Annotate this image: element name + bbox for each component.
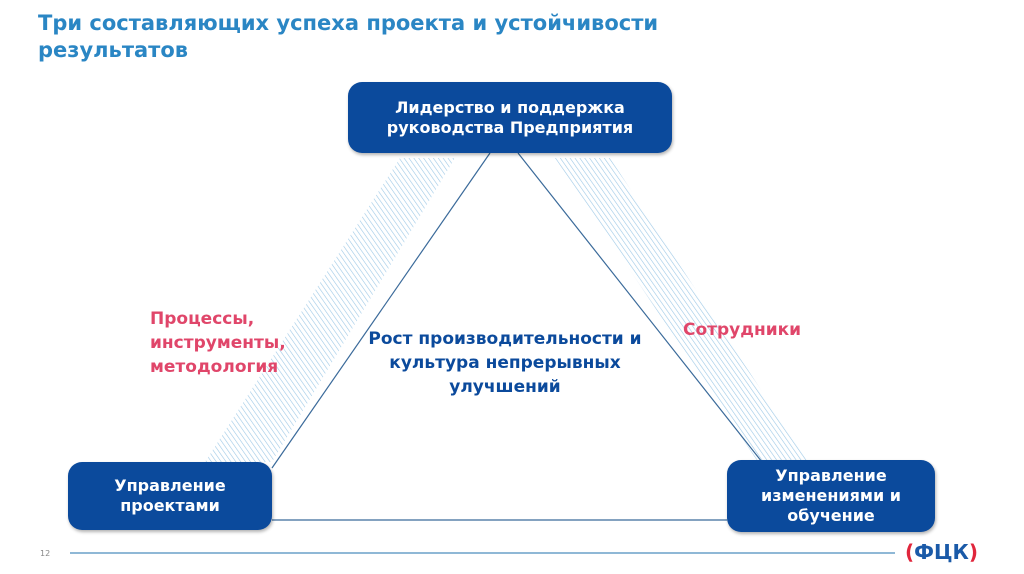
left-hatched-band bbox=[205, 158, 455, 462]
right-label: Сотрудники bbox=[683, 320, 802, 340]
page-number: 12 bbox=[40, 549, 51, 558]
logo: (ФЦК) bbox=[905, 540, 978, 564]
top-box: Лидерство и поддержка руководства Предпр… bbox=[348, 82, 672, 153]
center-text: Рост производительности и культура непре… bbox=[368, 329, 642, 397]
left-label: Процессы, инструменты, методология bbox=[150, 309, 286, 377]
left-box: Управление проектами bbox=[68, 462, 272, 530]
left-edge bbox=[271, 152, 491, 469]
logo-bracket-right: ) bbox=[968, 540, 979, 564]
page-title: Три составляющих успеха проекта и устойч… bbox=[38, 11, 659, 62]
logo-bracket-left: ( bbox=[905, 540, 915, 564]
right-hatched-band bbox=[555, 158, 808, 462]
right-edge bbox=[517, 152, 763, 463]
right-box: Управление изменениями и обучение bbox=[727, 460, 935, 532]
logo-text: ФЦК bbox=[914, 540, 969, 564]
